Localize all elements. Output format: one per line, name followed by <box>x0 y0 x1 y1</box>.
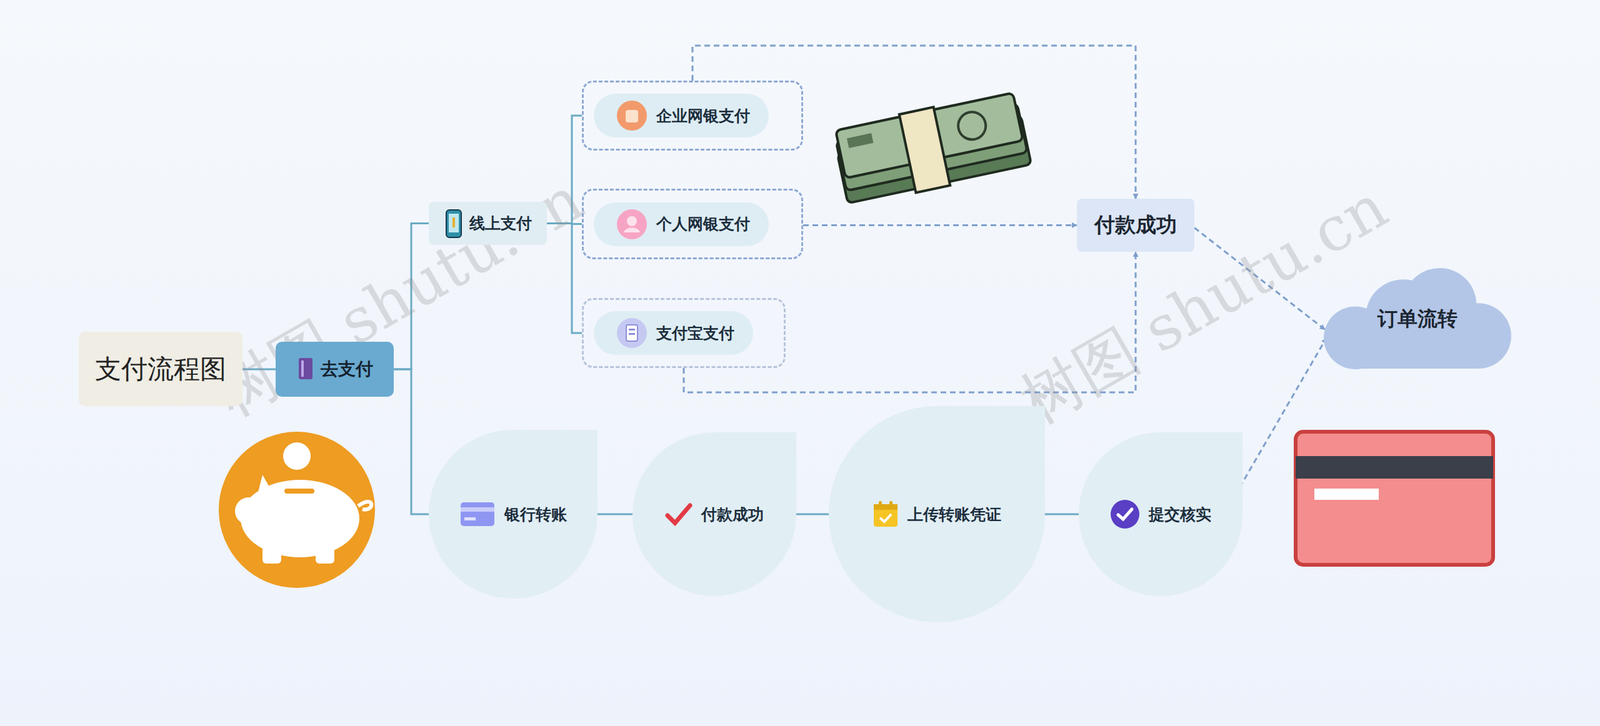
watermark: 树图 shutu.cn <box>1006 166 1403 444</box>
tree-branch <box>546 115 582 224</box>
dashed-arrow <box>1235 338 1327 496</box>
watermark: 树图 shutu.cn <box>201 159 599 436</box>
main-topic: 去支付 <box>275 341 394 397</box>
step-drop: 银行转账 <box>428 430 598 599</box>
node-label: 去支付 <box>320 357 374 382</box>
node-label: 提交核实 <box>1148 504 1212 525</box>
root-topic: 支付流程图 <box>78 331 243 407</box>
node-label: 支付流程图 <box>95 351 227 387</box>
step-drop: 上传转账凭证 <box>828 406 1045 623</box>
node-icon <box>616 100 648 132</box>
node-label: 企业网银支付 <box>656 105 750 127</box>
node-label: 上传转账凭证 <box>907 504 1002 525</box>
step-drop: 付款成功 <box>632 432 797 597</box>
node-icon <box>616 317 648 349</box>
node-icon <box>444 208 464 239</box>
tree-branch <box>393 223 429 370</box>
dashed-arrow <box>803 224 1077 227</box>
dashed-arrow <box>1194 228 1325 330</box>
node-icon <box>296 356 316 382</box>
step-drop: 提交核实 <box>1078 432 1243 597</box>
node-icon <box>1110 499 1140 530</box>
tree-branch <box>546 223 582 334</box>
subtopic-box: 线上支付 <box>428 201 547 245</box>
node-label: 线上支付 <box>469 213 532 234</box>
tree-branch <box>242 368 276 371</box>
cloud-shape: 订单流转 <box>1322 265 1513 373</box>
node-icon <box>459 500 496 529</box>
node-icon <box>616 208 648 240</box>
bank-card-icon <box>1295 431 1494 565</box>
node-label: 付款成功 <box>701 504 764 525</box>
node-icon <box>665 501 693 527</box>
node-label: 银行转账 <box>504 504 567 525</box>
tree-branch <box>393 369 429 515</box>
node-icon <box>872 500 899 529</box>
money-stack-illustration <box>831 90 1032 208</box>
node-label: 个人网银支付 <box>656 213 750 235</box>
result-box: 付款成功 <box>1076 198 1195 252</box>
piggy-bank-icon <box>218 431 375 589</box>
option-box: 个人网银支付 <box>581 188 804 260</box>
tree-branch <box>796 513 829 516</box>
option-pill: 个人网银支付 <box>593 202 769 247</box>
option-box: 企业网银支付 <box>581 80 804 151</box>
tree-branch <box>597 513 633 516</box>
option-box: 支付宝支付 <box>581 298 786 369</box>
option-pill: 企业网银支付 <box>593 93 769 138</box>
node-label: 付款成功 <box>1094 211 1177 240</box>
node-label: 支付宝支付 <box>656 323 735 344</box>
node-label: 订单流转 <box>1377 305 1458 334</box>
option-pill: 支付宝支付 <box>593 311 754 355</box>
dashed-arrow <box>683 251 1136 393</box>
tree-branch <box>1045 513 1079 516</box>
